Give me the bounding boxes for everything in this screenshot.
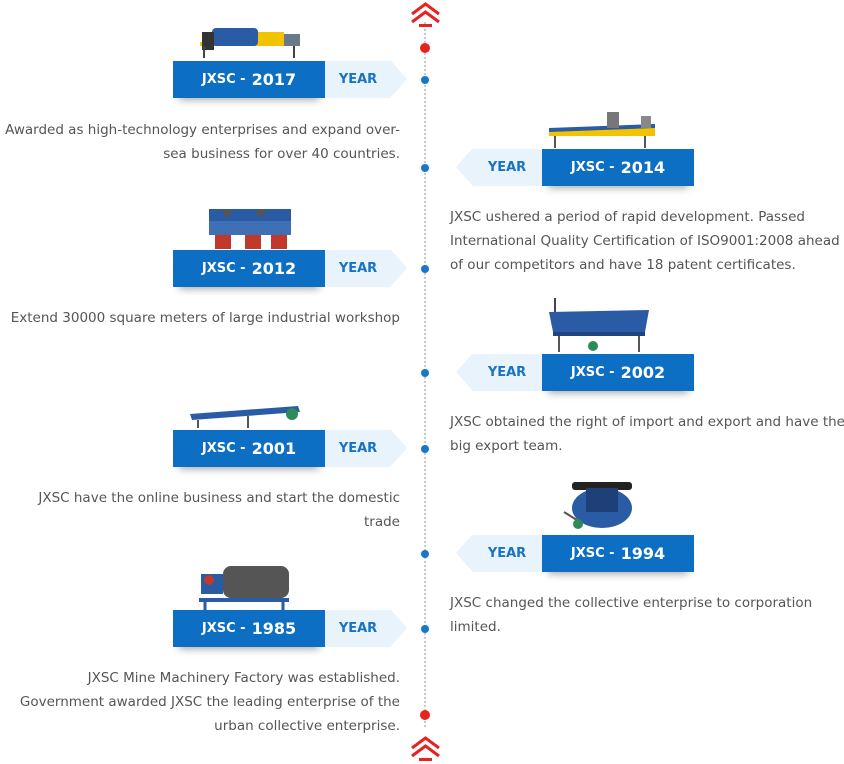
year-label: 1994 (620, 544, 666, 563)
separator: - (240, 441, 246, 456)
timeline-dot[interactable] (421, 164, 429, 172)
year-label: 1985 (251, 619, 297, 638)
brand-label: JXSC (201, 72, 236, 87)
year-label: 2012 (251, 259, 297, 278)
timeline-dot[interactable] (421, 265, 429, 273)
brand-label: JXSC (201, 441, 236, 456)
entry-description: JXSC ushered a period of rapid developme… (450, 209, 840, 273)
year-label: 2014 (620, 158, 666, 177)
year-label: 2017 (251, 70, 297, 89)
year-label: 2001 (251, 439, 297, 458)
year-tag: YEAR (456, 535, 542, 572)
separator: - (240, 261, 246, 276)
belt-conveyor-image (190, 406, 300, 428)
year-badge: JXSC -1994 (542, 535, 694, 572)
brand-label: JXSC (201, 261, 236, 276)
entry-description: JXSC have the online business and start … (38, 490, 400, 530)
year-badge: JXSC -1985 (173, 610, 325, 647)
year-tag: YEAR (325, 430, 407, 467)
separator: - (609, 160, 615, 175)
brand-label: JXSC (570, 160, 605, 175)
timeline-dot[interactable] (421, 550, 429, 558)
entry-description: Extend 30000 square meters of large indu… (10, 310, 400, 326)
year-tag: YEAR (456, 354, 542, 391)
year-tag: YEAR (325, 250, 407, 287)
separator: - (240, 621, 246, 636)
separator: - (609, 546, 615, 561)
year-label: 2002 (620, 363, 666, 382)
year-tag: YEAR (325, 61, 407, 98)
entry-description: JXSC changed the collective enterprise t… (450, 595, 813, 635)
timeline-start-dot (420, 43, 430, 53)
entry-description: Awarded as high-technology enterprises a… (5, 122, 400, 162)
year-badge: JXSC -2012 (173, 250, 325, 287)
separator: - (609, 365, 615, 380)
timeline-dot[interactable] (421, 625, 429, 633)
vibrating-screen-image (549, 298, 649, 352)
chevron-up-icon[interactable] (409, 736, 442, 764)
year-badge: JXSC -2017 (173, 61, 325, 98)
timeline-dot[interactable] (421, 445, 429, 453)
entry-description: JXSC Mine Machinery Factory was establis… (19, 670, 400, 734)
chevron-up-icon[interactable] (409, 2, 442, 30)
entry-description: JXSC obtained the right of import and ex… (450, 414, 844, 454)
brand-label: JXSC (570, 546, 605, 561)
shaking-table-image (549, 112, 655, 148)
wet-pan-mill-image (563, 482, 632, 529)
timeline-end-dot (420, 710, 430, 720)
year-badge: JXSC -2001 (173, 430, 325, 467)
timeline-dot[interactable] (421, 76, 429, 84)
brand-label: JXSC (201, 621, 236, 636)
rotary-scrubber-image (200, 28, 300, 58)
year-badge: JXSC -2014 (542, 149, 694, 186)
year-tag: YEAR (456, 149, 542, 186)
brand-label: JXSC (570, 365, 605, 380)
year-badge: JXSC -2002 (542, 354, 694, 391)
magnetic-separator-image (199, 566, 289, 610)
jig-separator-image (209, 209, 291, 249)
timeline-dot[interactable] (421, 369, 429, 377)
year-tag: YEAR (325, 610, 407, 647)
separator: - (240, 72, 246, 87)
